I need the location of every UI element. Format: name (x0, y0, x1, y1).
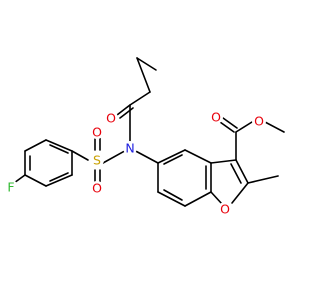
bond-ester-co-2 (222, 117, 238, 129)
bond-methyl (247, 175, 279, 184)
bond-ph-2 (24, 139, 47, 152)
atom-sulfonyl-oxygen-bottom: O (92, 181, 102, 196)
bond-layer (13, 57, 285, 207)
atom-sulfur: S (93, 153, 101, 168)
atom-ester-methoxy-oxygen: O (254, 114, 264, 129)
bond-bz-inner-1 (163, 154, 183, 165)
atom-nitrogen: N (125, 141, 134, 156)
bond-ph-1 (45, 139, 73, 152)
bond-fu-4 (210, 191, 223, 205)
bond-chain-2 (136, 57, 151, 93)
atom-fluorine: F (7, 180, 14, 195)
bond-bz-1 (157, 149, 186, 164)
bond-c-f (13, 174, 26, 184)
bond-bz-inner-3 (163, 189, 183, 201)
bond-ester-ome (264, 121, 285, 133)
bond-bz-5 (157, 191, 186, 207)
bond-ester-oc (235, 121, 253, 133)
bond-fu-3 (231, 182, 249, 204)
structure-canvas: O N S O O F O O O (4, 57, 285, 217)
molecule-diagram: O N S O O F O O O (4, 57, 285, 217)
atom-amide-oxygen: O (106, 111, 116, 126)
bond-bz-4 (184, 191, 212, 207)
bond-fu-2 (235, 159, 249, 184)
bond-fu-1 (210, 159, 237, 164)
atom-ester-carbonyl-oxygen: O (211, 110, 221, 125)
bond-chain-1 (136, 57, 157, 71)
bond-amide-co-1 (116, 104, 131, 116)
bond-fu-2b (230, 163, 242, 184)
bond-amide-co-2 (119, 107, 134, 119)
bond-ph-4 (24, 174, 47, 187)
bond-ph-5 (45, 174, 73, 187)
atom-sulfonyl-oxygen-top: O (92, 125, 102, 140)
bond-ester-co-1 (219, 121, 235, 133)
bond-bz-2 (184, 149, 212, 164)
bond-chain-3 (129, 91, 151, 106)
bond-ph-inner-3 (49, 172, 69, 182)
bond-s-phenyl (71, 150, 89, 161)
atom-furan-oxygen: O (220, 202, 230, 217)
bond-ph-inner-1 (49, 144, 69, 154)
atom-layer: O N S O O F O O O (4, 110, 266, 217)
